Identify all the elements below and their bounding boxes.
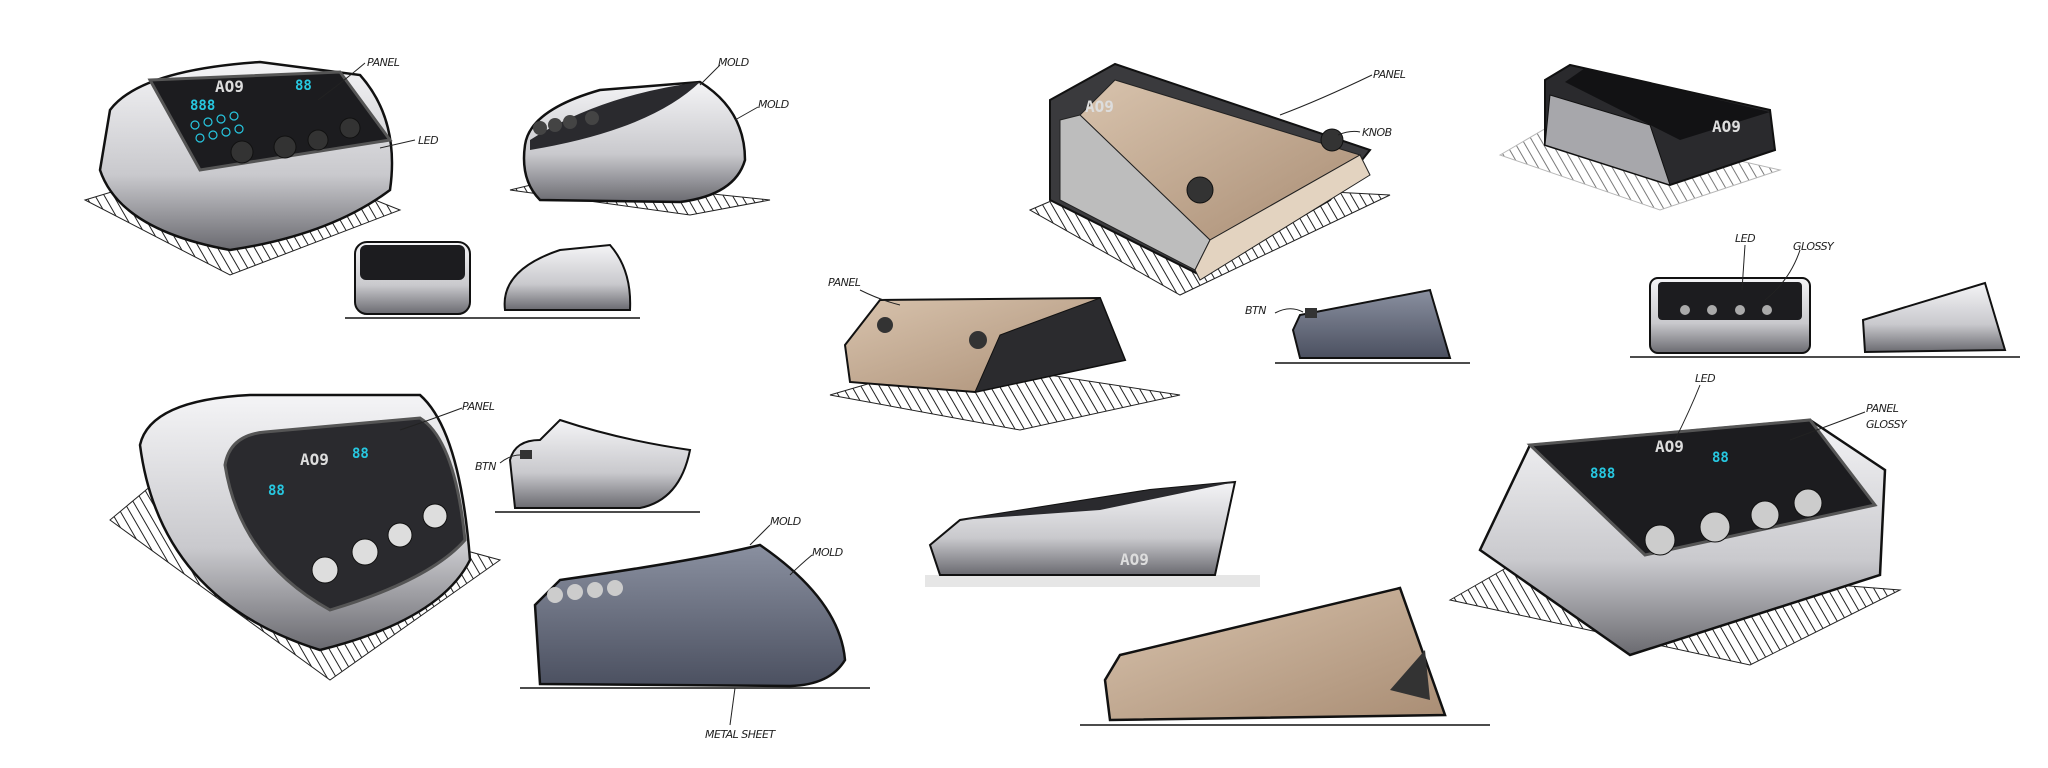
sketch-grey-device-perspective: AO9 88 88 PANEL [109,393,502,681]
annotation-glossy: GLOSSY [1866,418,1908,431]
annotation-btn: BTN [475,460,496,473]
knobs [230,117,361,164]
annotation-knob: KNOB [1362,126,1392,139]
brand-logo: AO9 [215,77,244,96]
sketch-tan-device-side: BTN [1245,288,1470,364]
annotation-mold: MOLD [718,56,749,69]
annotation-led: LED [1695,372,1715,385]
annotation-btn: BTN [1245,304,1266,317]
annotation-panel: PANEL [367,56,400,69]
knobs [311,503,448,584]
annotation-panel: PANEL [462,400,495,413]
annotation-panel: PANEL [828,276,861,289]
knobs [1644,488,1823,556]
sketch-rounded-device-perspective: AO9 888 88 PANEL LED [83,56,439,276]
brand-logo: AO9 [1712,117,1741,136]
sketch-large-grey-device: AO9 888 88 LED PANEL GLOSSY [1448,372,1909,666]
annotation-metal-sheet: METAL SHEET [705,728,776,741]
sketch-tan-device-front: PANEL [828,276,1181,431]
led-display-small: 88 [295,78,312,94]
led-display-small: 88 [352,446,369,462]
annotation-mold: MOLD [758,98,789,111]
sketch-tan-wedge-side [1080,586,1490,726]
sketch-slate-device-side: MOLD MOLD METAL SHEET [520,515,870,741]
annotation-mold: MOLD [812,546,843,559]
knobs [533,111,599,135]
led-display: 888 [190,98,215,114]
led-display: 888 [1590,466,1615,482]
annotation-led: LED [418,134,438,147]
brand-logo: AO9 [1120,550,1149,569]
led-display: 88 [268,483,285,499]
brand-logo: AO9 [1655,437,1684,456]
led-buttons [190,111,244,143]
sketch-grey-device-front-side: LED GLOSSY [1630,232,2020,358]
annotation-led: LED [1735,232,1755,245]
annotation-panel: PANEL [1373,68,1406,81]
led-display-small: 88 [1712,450,1729,466]
sketch-flat-device: AO9 [925,480,1260,587]
annotation-glossy: GLOSSY [1793,240,1835,253]
annotation-panel: PANEL [1866,402,1899,415]
brand-logo: AO9 [300,450,329,469]
sketch-white-device-side: BTN [475,418,700,513]
sketch-tan-device-perspective: AO9 PANEL KNOB [1028,62,1406,296]
sketch-black-device-perspective: AO9 [1498,63,1782,211]
annotation-mold: MOLD [770,515,801,528]
brand-logo: AO9 [1085,97,1114,116]
sketch-rounded-device-side: MOLD MOLD [345,56,789,319]
